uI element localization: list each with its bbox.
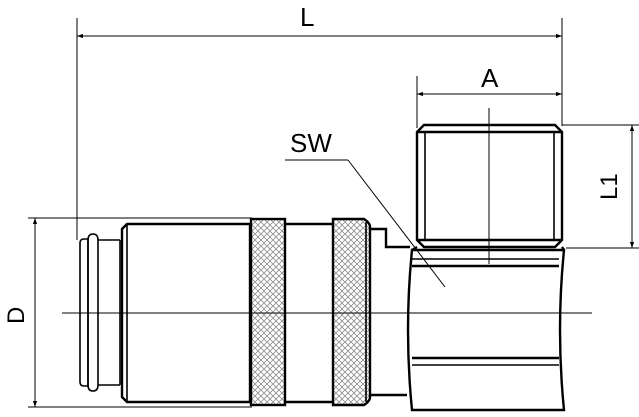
body-step-top xyxy=(370,227,410,249)
knurled-ring-2 xyxy=(331,217,372,407)
dimension-A: A xyxy=(416,63,562,128)
dimension-D: D xyxy=(3,217,252,408)
label-SW: SW xyxy=(290,128,332,158)
dimension-SW: SW xyxy=(285,128,446,288)
coupling-body xyxy=(79,217,410,407)
hex-outline xyxy=(406,248,566,412)
thread-outline xyxy=(415,123,564,249)
label-L1: L1 xyxy=(596,173,623,200)
label-A: A xyxy=(481,63,499,93)
hex-body xyxy=(406,248,566,412)
label-D: D xyxy=(3,307,30,324)
thread-neck-right xyxy=(561,246,565,251)
dimension-L1: L1 xyxy=(562,124,639,249)
thread-outlet xyxy=(411,123,565,252)
thread-neck-left xyxy=(411,245,418,252)
label-L: L xyxy=(300,2,314,32)
knurled-ring-1 xyxy=(249,217,287,407)
dimension-L: L xyxy=(76,2,563,240)
